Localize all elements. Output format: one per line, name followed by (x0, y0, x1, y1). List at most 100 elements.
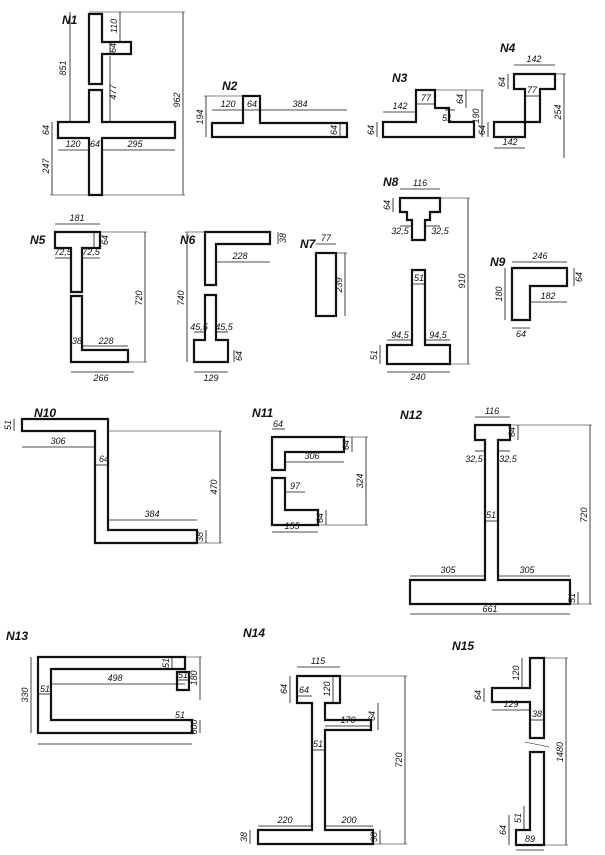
n13-dim-1: 498 (107, 673, 122, 683)
n7-dim-1: 239 (334, 277, 344, 293)
n14-dim-3: 120 (322, 681, 332, 696)
n4-label: N4 (500, 41, 516, 55)
n4-dim-4: 64 (477, 125, 487, 135)
n9-dim-4: 64 (516, 329, 526, 339)
n3-dim-3: 51 (442, 113, 452, 123)
n8-dim-3: 32,5 (431, 226, 450, 236)
n8-dim-6: 94,5 (391, 330, 410, 340)
n15-dim-1: 64 (473, 690, 483, 700)
n7-label: N7 (300, 237, 317, 251)
n12-dim-5: 720 (579, 507, 589, 522)
n14-dim-2: 64 (299, 685, 309, 695)
n10-dim-5: 38 (195, 532, 205, 542)
n13-dim-3: 330 (20, 687, 30, 702)
profile-n1: N1 110 64 477 851 962 64 120 64 295 247 (41, 11, 185, 197)
n15-dim-0: 120 (511, 665, 521, 680)
profile-n7-outline (314, 251, 338, 318)
profile-n7: N7 77 239 (300, 233, 347, 318)
profile-n13: N13 51 498 180 330 51 51 51 600 (6, 629, 202, 745)
n3-dim-1: 77 (421, 93, 432, 103)
profile-n8: N8 116 64 32,5 32,5 51 910 94,5 94,5 51 … (369, 175, 470, 382)
n15-dim-2: 129 (503, 699, 518, 709)
n4-dim-0: 142 (526, 54, 541, 64)
n11-label: N11 (252, 406, 273, 420)
n12-dim-3: 32,5 (499, 454, 518, 464)
n11-dim-4: 97 (290, 481, 301, 491)
n8-dim-7: 94,5 (429, 330, 448, 340)
n12-dim-2: 32,5 (465, 454, 484, 464)
n7-dim-0: 77 (321, 233, 332, 243)
n6-dim-2: 740 (176, 290, 186, 305)
n9-label: N9 (490, 255, 506, 269)
profile-n5: N5 181 64 72,5 72,5 720 38 228 266 (30, 213, 147, 383)
n10-dim-3: 470 (209, 479, 219, 494)
n14-dim-5: 64 (367, 711, 377, 721)
n12-dim-8: 51 (567, 593, 577, 603)
n15-dim-4: 1480 (555, 742, 565, 762)
n2-dim-4: 64 (329, 125, 339, 135)
n9-dim-0: 246 (531, 251, 547, 261)
n12-label: N12 (400, 408, 422, 422)
n8-dim-5: 910 (457, 273, 467, 288)
n14-dim-0: 115 (311, 656, 326, 666)
n9-dim-2: 180 (494, 286, 504, 301)
n11-dim-2: 64 (341, 440, 351, 450)
n8-dim-4: 51 (414, 273, 424, 283)
profile-n11: N11 64 306 64 324 97 155 64 (252, 406, 368, 533)
profile-n15: N15 120 64 129 38 1480 51 64 89 (452, 639, 568, 851)
profile-n4: N4 142 64 77 254 64 142 (477, 41, 566, 158)
n9-dim-3: 182 (540, 291, 555, 301)
n3-dim-2: 64 (455, 94, 465, 104)
n12-dim-4: 51 (486, 510, 496, 520)
n14-dim-8: 220 (276, 815, 292, 825)
n8-dim-8: 51 (369, 350, 379, 360)
n3-dim-4: 190 (471, 108, 481, 123)
n10-dim-2: 64 (99, 454, 109, 464)
profile-n10: N10 51 306 64 470 384 38 (3, 406, 222, 545)
n2-label: N2 (222, 79, 238, 93)
n15-break-line (524, 741, 550, 748)
n14-dim-11: 38 (369, 832, 379, 842)
n1-dim-5: 64 (41, 125, 51, 135)
n14-dim-1: 64 (279, 684, 289, 694)
n13-dim-5: 51 (178, 670, 188, 680)
n13-dim-7: 600 (189, 719, 199, 734)
n10-dim-4: 384 (144, 509, 159, 519)
n4-dim-2: 77 (527, 85, 538, 95)
profile-n14: N14 115 64 64 120 170 64 51 720 220 200 … (239, 626, 407, 846)
profile-n3: N3 142 77 64 51 190 64 (366, 71, 484, 139)
n5-dim-1: 64 (100, 235, 110, 245)
n8-dim-2: 32,5 (391, 226, 410, 236)
n4-dim-5: 142 (502, 137, 517, 147)
n10-dim-1: 306 (50, 436, 65, 446)
n11-dim-6: 64 (315, 513, 325, 523)
n5-label: N5 (30, 233, 46, 247)
n8-dim-0: 116 (413, 178, 427, 188)
n12-dim-9: 661 (482, 604, 497, 614)
n1-dim-4: 962 (172, 92, 182, 107)
profile-n2: N2 120 64 384 194 64 (195, 79, 349, 139)
n2-dim-2: 384 (292, 99, 307, 109)
n8-dim-1: 64 (382, 200, 392, 210)
profile-n3-outline (381, 88, 476, 139)
n1-dim-3: 851 (58, 60, 68, 75)
n1-dim-8: 295 (126, 139, 143, 149)
n11-dim-3: 324 (355, 473, 365, 488)
n5-dim-3: 72,5 (82, 247, 101, 257)
n4-dim-1: 64 (497, 77, 507, 87)
n5-dim-2: 72,5 (54, 247, 73, 257)
n15-dim-3: 38 (532, 709, 542, 719)
n1-dim-0: 110 (109, 19, 119, 33)
n5-dim-5: 38 (72, 336, 82, 346)
n5-dim-0: 181 (69, 213, 84, 223)
n14-dim-7: 720 (394, 752, 404, 767)
profile-n2-outline (210, 94, 349, 139)
n3-dim-0: 142 (392, 101, 407, 111)
n6-dim-5: 64 (234, 351, 244, 361)
n1-dim-6: 120 (65, 139, 80, 149)
n5-dim-7: 266 (92, 373, 108, 383)
n13-dim-6: 51 (175, 710, 185, 720)
n8-dim-9: 240 (409, 372, 425, 382)
n15-label: N15 (452, 639, 474, 653)
